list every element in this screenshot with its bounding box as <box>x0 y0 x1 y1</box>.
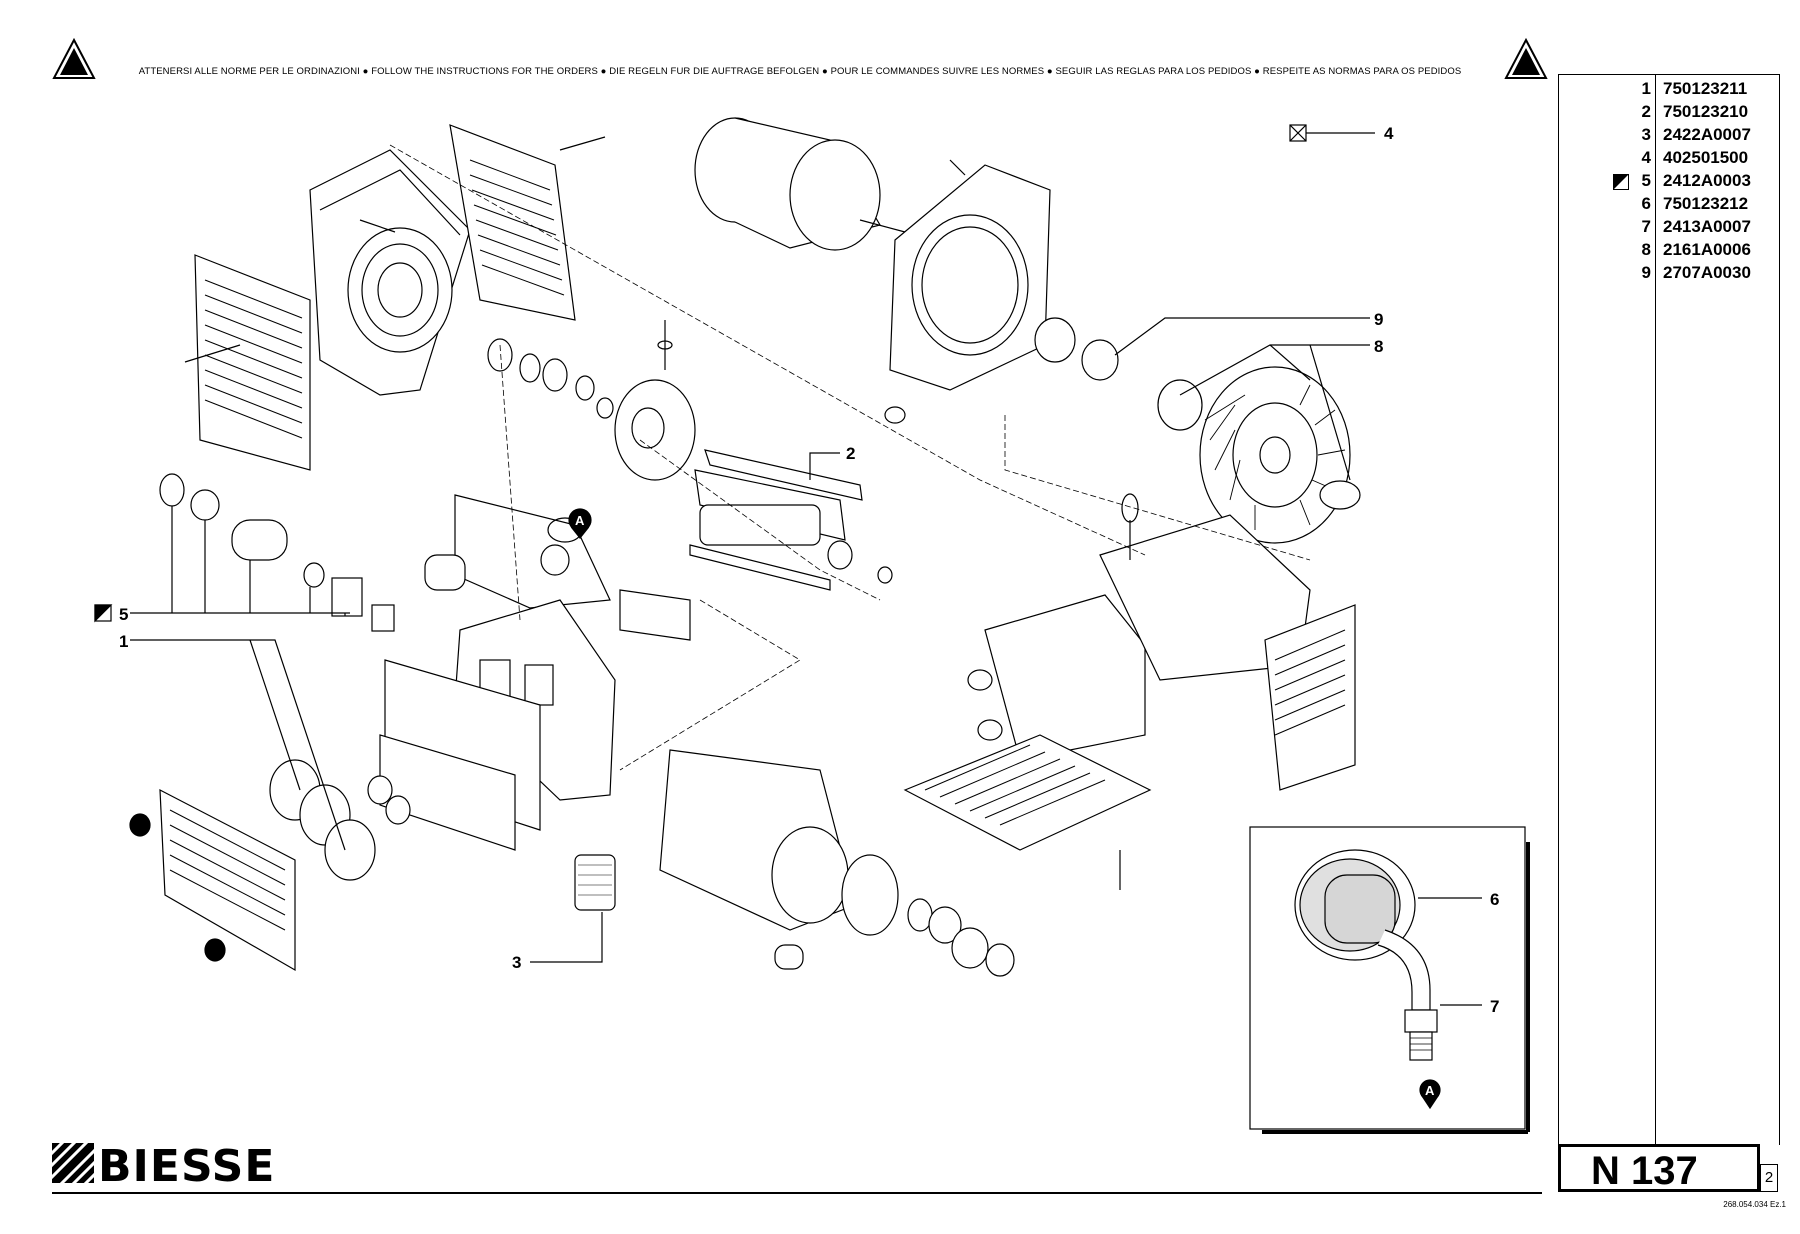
callout-3 <box>530 912 603 963</box>
part-number: 9 <box>1641 263 1651 282</box>
pump-body <box>367 494 691 851</box>
warning-icon <box>1504 38 1548 79</box>
bearing-set <box>487 338 614 419</box>
footer-rule <box>52 1192 1542 1194</box>
callout-4 <box>1289 124 1375 142</box>
inset-reference-label-a: A <box>1425 1083 1435 1098</box>
instructions-banner: ATTENERSI ALLE NORME PER LE ORDINAZIONI … <box>52 38 1548 104</box>
rotor-vanes <box>689 449 893 591</box>
part-code: 750123212 <box>1663 194 1749 213</box>
callout-label-3: 3 <box>512 953 521 972</box>
exploded-view-drawing: 4 9 8 2 5 1 3 A <box>94 117 1530 1134</box>
document-reference: 268.054.034 Ez.1 <box>1723 1200 1786 1209</box>
table-code: N 137 <box>1591 1149 1698 1193</box>
part-code: 2161A0006 <box>1663 240 1751 259</box>
callout-1 <box>130 639 346 851</box>
pump-casing <box>659 749 1015 977</box>
table-code-box: N 137 <box>1558 1144 1760 1193</box>
end-plate <box>614 320 696 481</box>
reference-marker-a <box>568 508 592 539</box>
callout-9 <box>1114 317 1370 356</box>
part-code: 750123210 <box>1663 102 1749 121</box>
parts-row: 5 2412A0003 <box>1559 171 1779 194</box>
reference-label-a: A <box>575 513 585 528</box>
part-code: 402501500 <box>1663 148 1749 167</box>
callout-label-7: 7 <box>1490 997 1499 1016</box>
parts-list: 1 750123211 2 750123210 3 2422A0007 4 40… <box>1558 74 1780 1145</box>
part-number: 7 <box>1641 217 1651 236</box>
part-number: 1 <box>1641 79 1651 98</box>
parts-row: 1 750123211 <box>1559 79 1779 102</box>
part-code: 2707A0030 <box>1663 263 1751 282</box>
kit-marker-icon <box>1613 174 1629 190</box>
cooler-housing <box>903 493 1356 890</box>
callout-label-1: 1 <box>119 632 128 651</box>
part-code: 2413A0007 <box>1663 217 1751 236</box>
inlet-cover <box>129 759 376 972</box>
oil-filter <box>574 854 616 911</box>
parts-row: 2 750123210 <box>1559 102 1779 125</box>
callout-label-8: 8 <box>1374 337 1383 356</box>
part-number: 4 <box>1641 148 1651 167</box>
part-number: 8 <box>1641 240 1651 259</box>
parts-row: 7 2413A0007 <box>1559 217 1779 240</box>
callout-label-6: 6 <box>1490 890 1499 909</box>
callout-label-9: 9 <box>1374 310 1383 329</box>
parts-row: 8 2161A0006 <box>1559 240 1779 263</box>
biesse-logo-text: BIESSE <box>98 1141 276 1192</box>
coupling-and-impeller <box>1034 317 1361 544</box>
parts-row: 6 750123212 <box>1559 194 1779 217</box>
warning-icon <box>52 38 96 79</box>
callout-label-4: 4 <box>1384 124 1394 143</box>
filter-kit-parts <box>159 473 395 632</box>
callout-label-2: 2 <box>846 444 855 463</box>
parts-list-divider <box>1655 75 1656 1145</box>
part-number: 6 <box>1641 194 1651 213</box>
callout-5 <box>94 506 350 623</box>
part-code: 750123211 <box>1663 79 1748 98</box>
sheet-number: 2 <box>1760 1164 1778 1192</box>
parts-row: 9 2707A0030 <box>1559 263 1779 286</box>
biesse-logo: BIESSE <box>46 1137 274 1192</box>
motor-assembly <box>694 117 1051 424</box>
assembly-guide-lines <box>389 144 1311 771</box>
part-code: 2422A0007 <box>1663 125 1751 144</box>
callout-2 <box>809 452 840 480</box>
detail-inset <box>1249 826 1530 1134</box>
part-number: 3 <box>1641 125 1651 144</box>
ordering-instructions: ATTENERSI ALLE NORME PER LE ORDINAZIONI … <box>138 66 1462 77</box>
part-number: 2 <box>1641 102 1651 121</box>
parts-row: 4 402501500 <box>1559 148 1779 171</box>
fan-housing-assembly <box>184 124 606 471</box>
biesse-logo-mark <box>46 1137 100 1189</box>
callout-label-5: 5 <box>119 605 128 624</box>
callout-8 <box>1179 344 1370 481</box>
part-number: 5 <box>1641 171 1651 190</box>
part-code: 2412A0003 <box>1663 171 1751 190</box>
parts-row: 3 2422A0007 <box>1559 125 1779 148</box>
